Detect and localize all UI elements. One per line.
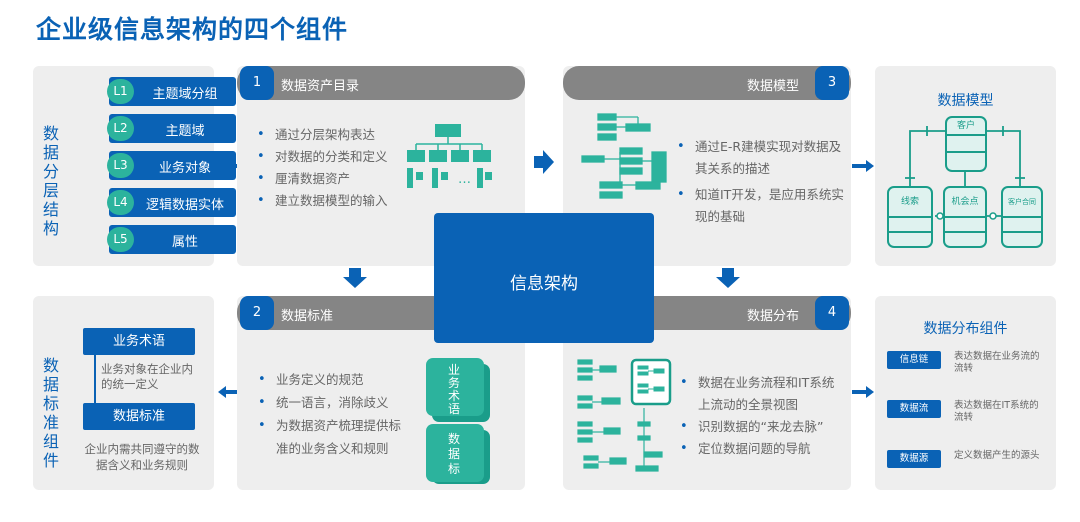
level-label: 主题域分组: [152, 87, 218, 102]
standard-component-panel: 数据标准组件 业务术语 业务对象在企业内的统一定义 数据标准 企业内需共同遵守的…: [33, 296, 214, 490]
data-model-panel: 数据模型 客户 线索 机会点 客户合同: [875, 66, 1056, 266]
info-chain-desc: 表达数据在业务流的流转: [954, 351, 1040, 374]
panel2-title: 数据标准: [281, 309, 334, 324]
entity-row: [1003, 218, 1041, 233]
page-title: 企业级信息架构的四个组件: [36, 15, 349, 44]
entity-row: [945, 218, 985, 233]
panel1-bullets: 通过分层架构表达 对数据的分类和定义 厘清数据资产 建立数据模型的输入: [257, 124, 388, 212]
entity-label: 机会点: [945, 188, 985, 218]
list-item: 知道IT开发，是应用系统实现的基础: [677, 184, 845, 228]
layer-structure-panel: 数据分层结构 L1 主题域分组 L2 主题域 L3 业务对象 L4 逻辑数据实体…: [33, 66, 236, 266]
data-standard-card: 数据标: [426, 424, 484, 482]
data-model-title: 数据模型: [937, 93, 994, 109]
panel2-bullets: 业务定义的规范 统一语言，消除歧义 为数据资产梳理提供标准的业务含义和规则: [258, 368, 408, 460]
center-label: 信息架构: [510, 274, 578, 294]
tag-data-flow: 数据流: [887, 400, 941, 418]
panel4-number: 4: [815, 296, 849, 330]
panel2-number: 2: [240, 296, 274, 330]
arrow-down-icon: [716, 268, 740, 288]
panel3-bullets: 通过E-R建模实现对数据及其关系的描述 知道IT开发，是应用系统实现的基础: [677, 136, 845, 228]
panel3-title: 数据模型: [747, 79, 800, 94]
panel4-title: 数据分布: [747, 309, 800, 324]
level-l2: L2 主题域: [107, 114, 236, 143]
list-item: 建立数据模型的输入: [257, 190, 388, 212]
list-item: 为数据资产梳理提供标准的业务含义和规则: [258, 414, 408, 460]
distribution-component-panel: 数据分布组件 信息链 表达数据在业务流的流转 数据流 表达数据在IT系统的流转 …: [875, 296, 1056, 490]
connector-line: [94, 355, 96, 403]
level-code: L1: [107, 79, 134, 104]
panel1-title: 数据资产目录: [281, 79, 360, 94]
level-label: 属性: [171, 235, 198, 250]
level-label: 主题域: [165, 124, 205, 139]
entity-customer: 客户: [945, 116, 987, 172]
hierarchy-tree-icon: [407, 124, 492, 188]
entity-label: 客户: [947, 118, 985, 136]
level-code: L3: [107, 153, 134, 178]
tree-ellipsis: …: [458, 172, 471, 187]
tag-data-source: 数据源: [887, 450, 941, 468]
business-term-box: 业务术语: [83, 328, 195, 355]
tag-info-chain: 信息链: [887, 351, 941, 369]
information-architecture-box: 信息架构: [434, 213, 654, 343]
arrow-right-icon: [852, 160, 874, 172]
list-item: 通过分层架构表达: [257, 124, 388, 146]
data-flow-icon: [577, 358, 672, 472]
entity-label: 客户合同: [1003, 188, 1041, 218]
arrow-left-icon: [218, 386, 240, 398]
arrow-down-icon: [343, 268, 367, 288]
entity-contract: 客户合同: [1001, 186, 1043, 248]
arrow-left-icon: [218, 160, 240, 172]
panel1-number: 1: [240, 66, 274, 100]
business-term-desc: 业务对象在企业内的统一定义: [101, 362, 193, 391]
list-item: 统一语言，消除歧义: [258, 391, 408, 414]
list-item: 业务定义的规范: [258, 368, 408, 391]
list-item: 识别数据的“来龙去脉”: [680, 416, 846, 438]
level-code: L5: [107, 227, 134, 252]
card-text: 数据标: [448, 432, 461, 476]
entity-row: [947, 136, 985, 153]
level-l4: L4 逻辑数据实体: [107, 188, 236, 217]
level-l1: L1 主题域分组: [107, 77, 236, 106]
level-label: 逻辑数据实体: [145, 198, 224, 213]
data-standard-box: 数据标准: [83, 403, 195, 430]
level-label: 业务对象: [158, 161, 211, 176]
entity-label: 线索: [889, 188, 931, 218]
data-source-desc: 定义数据产生的源头: [954, 450, 1040, 461]
level-code: L2: [107, 116, 134, 141]
list-item: 数据在业务流程和IT系统上流动的全景视图: [680, 372, 846, 416]
panel1-header: 数据资产目录: [237, 66, 525, 100]
panel3-number: 3: [815, 66, 849, 100]
level-l3: L3 业务对象: [107, 151, 236, 180]
business-term-card: 业务术语: [426, 358, 484, 416]
entity-row: [889, 218, 931, 233]
data-flow-desc: 表达数据在IT系统的流转: [954, 400, 1039, 423]
panel4-bullets: 数据在业务流程和IT系统上流动的全景视图 识别数据的“来龙去脉” 定位数据问题的…: [680, 372, 846, 460]
list-item: 通过E-R建模实现对数据及其关系的描述: [677, 136, 845, 180]
arrow-right-icon: [534, 150, 554, 174]
standard-component-title: 数据标准组件: [42, 356, 59, 470]
list-item: 定位数据问题的导航: [680, 438, 846, 460]
layer-structure-title: 数据分层结构: [42, 124, 59, 238]
er-relationship-lines: [905, 126, 1025, 220]
panel3-header: 数据模型: [563, 66, 851, 100]
level-code: L4: [107, 190, 134, 215]
entity-opportunity: 机会点: [943, 186, 987, 248]
distribution-component-title: 数据分布组件: [923, 321, 1008, 337]
list-item: 对数据的分类和定义: [257, 146, 388, 168]
card-text: 业务术语: [448, 363, 461, 416]
entity-lead: 线索: [887, 186, 933, 248]
level-l5: L5 属性: [107, 225, 236, 254]
arrow-right-icon: [852, 386, 874, 398]
er-graph-icon: [581, 113, 667, 199]
list-item: 厘清数据资产: [257, 168, 388, 190]
data-standard-desc: 企业内需共同遵守的数据含义和业务规则: [84, 442, 200, 472]
